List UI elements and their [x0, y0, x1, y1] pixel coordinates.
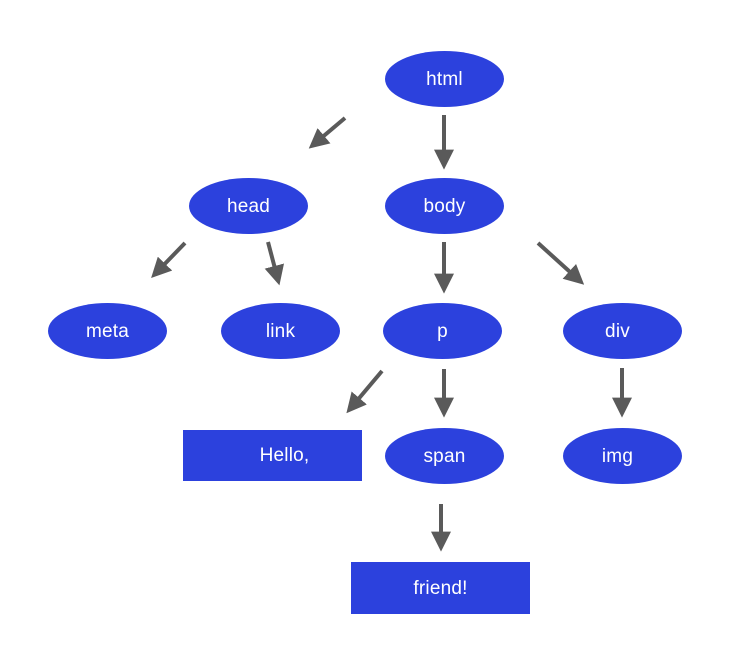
node-p[interactable]: p — [383, 303, 502, 359]
node-label-friend: friend! — [413, 577, 468, 599]
edge-p-to-hello — [346, 369, 384, 414]
node-label-img: img — [601, 445, 634, 467]
node-label-link: link — [265, 320, 296, 342]
node-label-p: p — [437, 320, 448, 342]
node-label-head: head — [226, 195, 271, 217]
node-link[interactable]: link — [221, 303, 340, 359]
edge-html-to-head — [308, 116, 347, 149]
node-hello[interactable]: Hello, — [183, 430, 362, 481]
node-label-span: span — [423, 445, 466, 467]
node-label-meta: meta — [85, 320, 130, 342]
node-div[interactable]: div — [563, 303, 682, 359]
edge-head-to-meta — [151, 241, 187, 279]
node-label-body: body — [423, 195, 466, 217]
node-label-div: div — [605, 320, 630, 342]
node-span[interactable]: span — [385, 428, 504, 484]
edge-head-to-link — [264, 241, 285, 286]
node-head[interactable]: head — [189, 178, 308, 234]
edge-body-to-div — [536, 241, 585, 285]
node-html[interactable]: html — [385, 51, 504, 107]
node-friend[interactable]: friend! — [351, 562, 530, 614]
node-img[interactable]: img — [563, 428, 682, 484]
node-body[interactable]: body — [385, 178, 504, 234]
node-label-html: html — [426, 68, 463, 90]
node-label-hello: Hello, — [259, 445, 310, 466]
node-meta[interactable]: meta — [48, 303, 167, 359]
